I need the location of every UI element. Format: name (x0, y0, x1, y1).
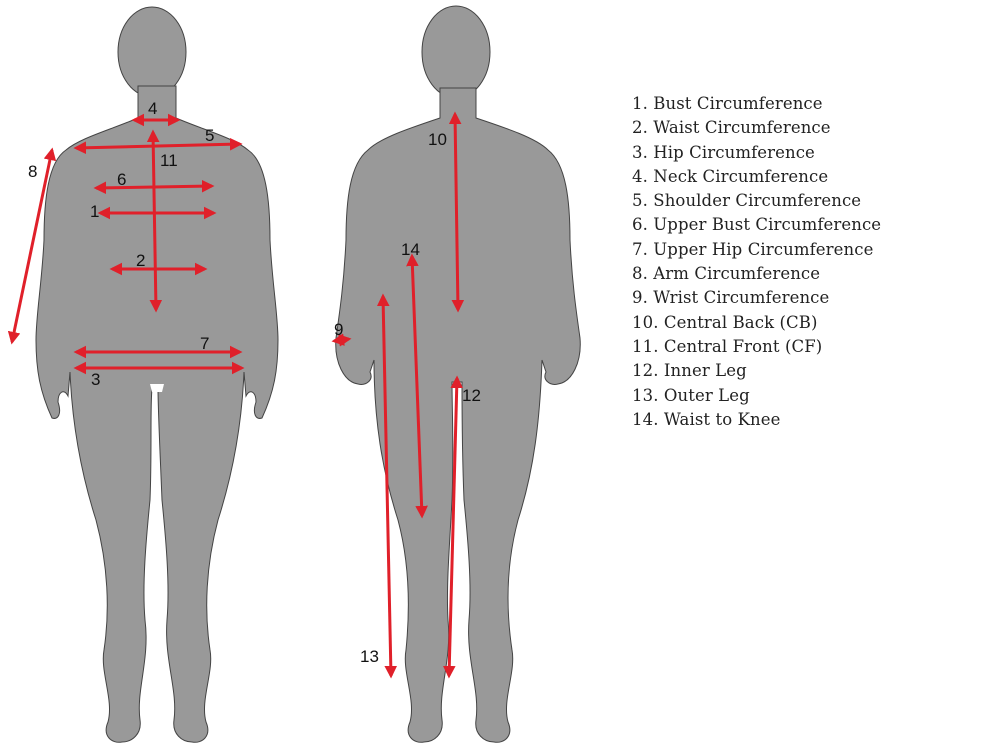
label-5: 5 (205, 126, 214, 145)
label-13: 13 (360, 647, 379, 666)
legend-item: 10. Central Back (CB) (632, 311, 881, 335)
label-9: 9 (334, 320, 343, 339)
label-1: 1 (90, 202, 99, 221)
legend-item: 12. Inner Leg (632, 359, 881, 383)
label-12: 12 (462, 386, 481, 405)
legend-item: 2. Waist Circumference (632, 116, 881, 140)
measurement-legend: 1. Bust Circumference 2. Waist Circumfer… (632, 92, 881, 432)
back-figure (336, 6, 581, 742)
label-6: 6 (117, 170, 126, 189)
legend-item: 8. Arm Circumference (632, 262, 881, 286)
back-body-silhouette (336, 88, 581, 742)
legend-item: 4. Neck Circumference (632, 165, 881, 189)
legend-item: 14. Waist to Knee (632, 408, 881, 432)
front-crotch-gap (150, 384, 164, 392)
back-head (422, 6, 490, 98)
label-10: 10 (428, 130, 447, 149)
label-4: 4 (148, 99, 157, 118)
label-7: 7 (200, 334, 209, 353)
legend-item: 7. Upper Hip Circumference (632, 238, 881, 262)
label-14: 14 (401, 240, 420, 259)
label-11: 11 (160, 151, 178, 170)
label-3: 3 (91, 370, 100, 389)
label-8: 8 (28, 162, 37, 181)
legend-item: 6. Upper Bust Circumference (632, 213, 881, 237)
legend-item: 5. Shoulder Circumference (632, 189, 881, 213)
label-2: 2 (136, 251, 145, 270)
arrow-wrist (334, 339, 349, 341)
front-head (118, 7, 186, 97)
legend-item: 11. Central Front (CF) (632, 335, 881, 359)
legend-item: 9. Wrist Circumference (632, 286, 881, 310)
legend-item: 13. Outer Leg (632, 384, 881, 408)
front-body-silhouette (36, 86, 278, 742)
legend-item: 3. Hip Circumference (632, 141, 881, 165)
legend-item: 1. Bust Circumference (632, 92, 881, 116)
